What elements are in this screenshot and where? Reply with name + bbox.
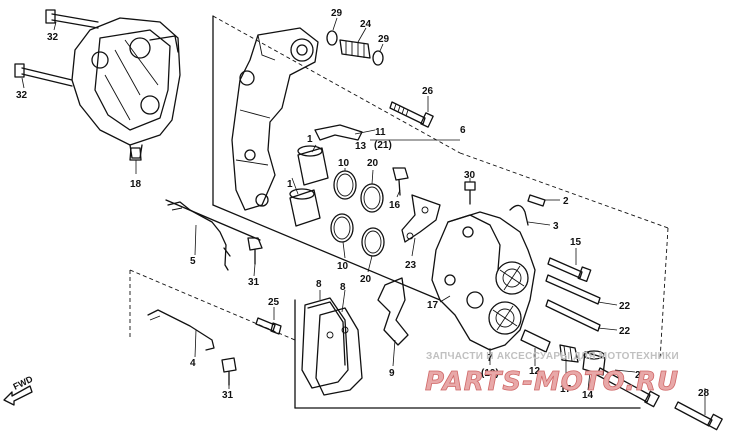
callout-27: 27 — [635, 370, 647, 381]
callout-20-lower: 20 — [360, 274, 372, 285]
bushing-18 — [129, 147, 142, 161]
screw-30 — [464, 181, 476, 205]
bolt-26 — [389, 101, 434, 128]
callout-22-upper: 22 — [619, 301, 631, 312]
bolt-28 — [674, 401, 723, 431]
callout-29-left: 29 — [331, 8, 343, 19]
callout-2: 2 — [563, 196, 569, 207]
leader-lines — [21, 17, 706, 415]
callout-7: 7 — [487, 353, 493, 364]
callout-14: 14 — [582, 390, 594, 401]
callout-12: 12 — [529, 366, 541, 377]
pin-14-bushing — [582, 350, 606, 376]
boot-17-right — [559, 344, 579, 363]
callout-5: 5 — [190, 256, 196, 267]
callout-24: 24 — [360, 19, 372, 30]
callout-28: 28 — [698, 388, 710, 399]
callout-15: 15 — [570, 237, 582, 248]
sleeve-12 — [520, 329, 551, 353]
callout-31-lower: 31 — [222, 390, 234, 401]
bolt-32-lower — [14, 63, 73, 87]
callout-30: 30 — [464, 170, 476, 181]
callout-labels: 32 32 18 29 24 29 26 6 11 (21) 13 1 1 10… — [16, 8, 710, 401]
callout-31-upper: 31 — [248, 277, 260, 288]
callout-3: 3 — [553, 221, 559, 232]
callout-32-upper: 32 — [47, 32, 59, 43]
callout-8-left: 8 — [316, 279, 322, 290]
brake-pads — [301, 297, 363, 396]
callout-23: 23 — [405, 260, 417, 271]
callout-1: 1 — [307, 134, 313, 145]
bolt-32-upper — [45, 9, 99, 29]
watermark-caption: ЗАПЧАСТИ И АКСЕССУАРЫ ДЛЯ МОТОТЕХНИКИ — [426, 351, 679, 362]
pins-22 — [545, 274, 601, 332]
pad-spring-9 — [377, 277, 409, 346]
bolt-25 — [255, 317, 282, 335]
callout-17-right: 17 — [560, 384, 572, 395]
callout-21: (21) — [374, 140, 392, 151]
callout-6: 6 — [460, 125, 466, 136]
callout-25: 25 — [268, 297, 280, 308]
spring-clip-3 — [509, 204, 529, 226]
bolt-27 — [596, 367, 660, 408]
clip-13 — [314, 124, 363, 141]
watermark: ЗАПЧАСТИ И АКСЕССУАРЫ ДЛЯ МОТОТЕХНИКИ PA… — [425, 351, 679, 397]
plate-23 — [401, 194, 441, 243]
callout-1-lower: 1 — [287, 179, 293, 190]
pistons — [289, 145, 329, 227]
callout-8-right: 8 — [340, 282, 346, 293]
bleeder-16 — [392, 167, 409, 196]
callout-20-upper: 20 — [367, 158, 379, 169]
callout-13: 13 — [355, 141, 367, 152]
bolt-31-lower — [221, 357, 237, 386]
callout-9: 9 — [389, 368, 395, 379]
callout-19: (19) — [481, 368, 499, 379]
callout-10-upper: 10 — [338, 158, 350, 169]
caliper-body — [431, 211, 536, 351]
hose-guide-4 — [147, 309, 215, 351]
callout-32-lower: 32 — [16, 90, 28, 101]
callout-18: 18 — [130, 179, 142, 190]
hose-guide-5 — [167, 201, 231, 271]
piston-seals — [330, 170, 385, 257]
watermark-logo: PARTS-MOTO.RU — [425, 367, 679, 397]
pin-and-boots — [326, 30, 384, 66]
callout-22-lower: 22 — [619, 326, 631, 337]
bolt-15 — [547, 257, 592, 282]
bolt-31-upper — [247, 237, 263, 265]
callout-17-left: 17 — [427, 300, 439, 311]
callout-16: 16 — [389, 200, 401, 211]
callout-10-lower: 10 — [337, 261, 349, 272]
callout-26: 26 — [422, 86, 434, 97]
callout-4: 4 — [190, 358, 196, 369]
callout-11: 11 — [375, 127, 386, 138]
callout-29-right: 29 — [378, 34, 390, 45]
caliper-bracket — [71, 17, 181, 159]
fwd-arrow-icon: FWD — [3, 374, 35, 406]
mounting-bracket — [231, 27, 319, 211]
screw-2 — [527, 194, 546, 207]
